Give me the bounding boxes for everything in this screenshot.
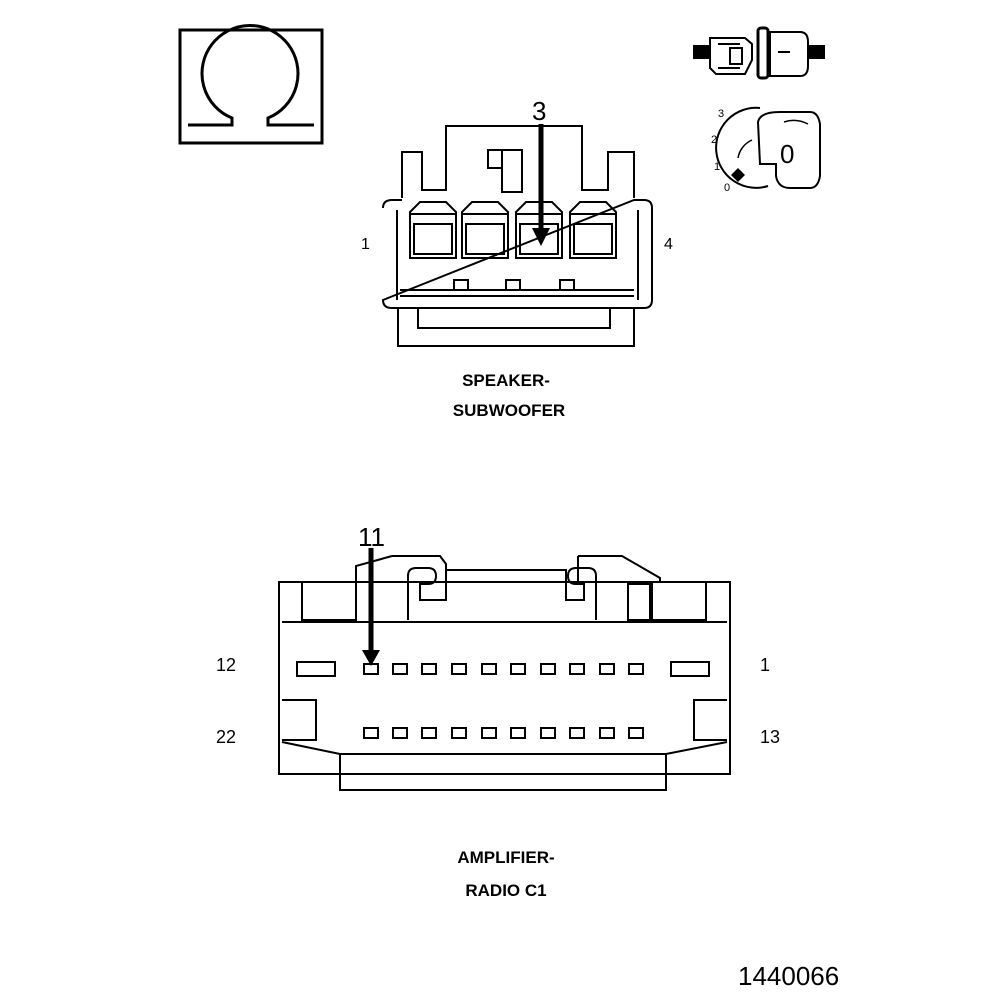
speaker-terminal-cavities [409,201,617,259]
speaker-subwoofer-connector [381,125,653,347]
speaker-connector-title-1: SPEAKER- [462,371,550,390]
ignition-position-1: 1 [714,161,720,173]
ignition-position-2: 2 [711,134,717,146]
amplifier-top-pin-row [363,663,644,675]
ohmmeter-icon [178,24,324,145]
amplifier-pin-22-label: 22 [216,727,236,747]
amplifier-connector-title-1: AMPLIFIER- [457,848,554,867]
amplifier-connector-title-2: RADIO C1 [465,881,546,900]
speaker-pin-callout-label: 3 [532,96,546,126]
ignition-position-0: 0 [724,182,730,194]
amplifier-bottom-pin-row [363,727,644,739]
figure-number: 1440066 [738,961,839,991]
amplifier-pin-callout-arrow [362,548,380,666]
speaker-connector-title-2: SUBWOOFER [453,401,565,420]
amplifier-pin-12-label: 12 [216,655,236,675]
amplifier-pin-13-label: 13 [760,727,780,747]
speaker-pin-1-label: 1 [361,236,370,253]
ignition-position-3: 3 [718,108,724,120]
amplifier-radio-connector [278,555,731,791]
ignition-switch-icon: 3 2 1 0 0 [711,106,821,194]
speaker-pin-4-label: 4 [664,236,673,253]
test-probe-icon [693,26,825,80]
amplifier-pin-1-label: 1 [760,655,770,675]
amplifier-pin-callout-label: 11 [358,522,385,552]
key-position-label: 0 [780,139,794,169]
speaker-pin-callout-arrow [532,124,550,246]
